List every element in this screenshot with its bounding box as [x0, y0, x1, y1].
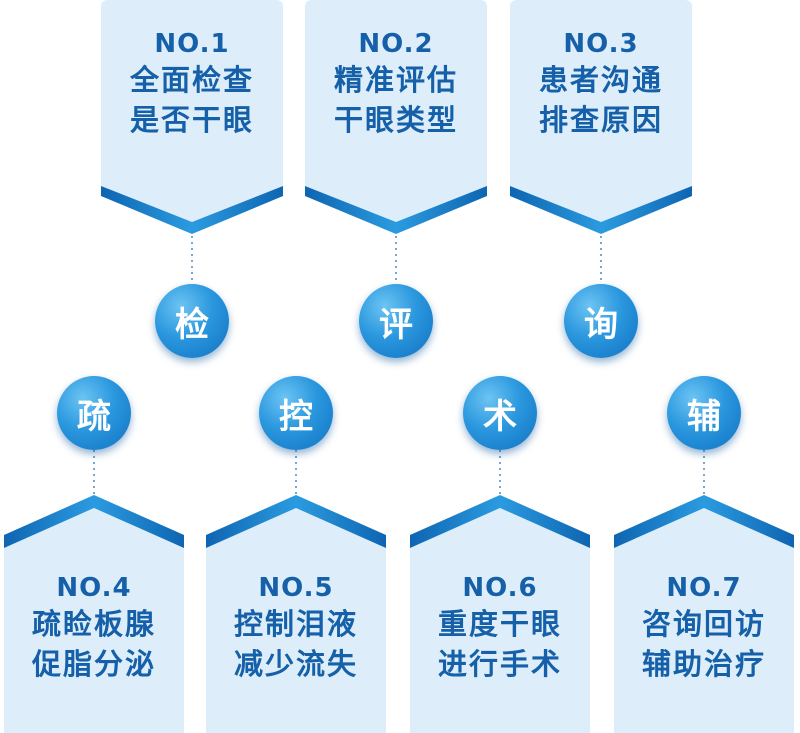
step-number: NO.7 — [666, 573, 742, 603]
step-line-2: 排查原因 — [538, 103, 663, 137]
step-line-1: 全面检查 — [129, 63, 254, 97]
step-line-1: 控制泪液 — [233, 607, 358, 641]
step-line-1: 精准评估 — [333, 63, 458, 97]
card-4-shape — [4, 495, 184, 733]
step-number: NO.1 — [154, 29, 230, 59]
step-line-1: 咨询回访 — [641, 607, 766, 641]
step-line-2: 干眼类型 — [333, 103, 458, 137]
step-line-2: 辅助治疗 — [641, 647, 766, 681]
circle-surgery: 术 — [463, 376, 537, 450]
step-line-2: 减少流失 — [233, 647, 358, 681]
card-6-shape — [410, 495, 590, 733]
step-line-2: 进行手术 — [437, 647, 562, 681]
card-7-shape — [614, 495, 794, 733]
step-line-1: 重度干眼 — [437, 607, 562, 641]
card-3-shape — [510, 0, 692, 234]
card-6-text: NO.6 重度干眼 进行手术 — [410, 572, 590, 684]
circle-control: 控 — [259, 376, 333, 450]
circle-inquire: 询 — [564, 284, 638, 358]
circle-assist: 辅 — [667, 376, 741, 450]
step-line-1: 患者沟通 — [538, 63, 663, 97]
step-number: NO.4 — [56, 573, 132, 603]
step-line-2: 是否干眼 — [129, 103, 254, 137]
step-line-2: 促脂分泌 — [31, 647, 156, 681]
circle-unblock: 疏 — [57, 376, 131, 450]
card-2-text: NO.2 精准评估 干眼类型 — [306, 28, 486, 140]
circle-check: 检 — [155, 284, 229, 358]
card-5-text: NO.5 控制泪液 减少流失 — [206, 572, 386, 684]
card-4-text: NO.4 疏睑板腺 促脂分泌 — [4, 572, 184, 684]
card-1-text: NO.1 全面检查 是否干眼 — [102, 28, 282, 140]
card-7-text: NO.7 咨询回访 辅助治疗 — [614, 572, 794, 684]
card-2-shape — [305, 0, 487, 234]
step-number: NO.5 — [258, 573, 334, 603]
step-line-1: 疏睑板腺 — [31, 607, 156, 641]
step-number: NO.3 — [563, 29, 639, 59]
card-1-shape — [101, 0, 283, 234]
card-5-shape — [206, 495, 386, 733]
step-number: NO.2 — [358, 29, 434, 59]
step-number: NO.6 — [462, 573, 538, 603]
circle-evaluate: 评 — [359, 284, 433, 358]
card-3-text: NO.3 患者沟通 排查原因 — [511, 28, 691, 140]
